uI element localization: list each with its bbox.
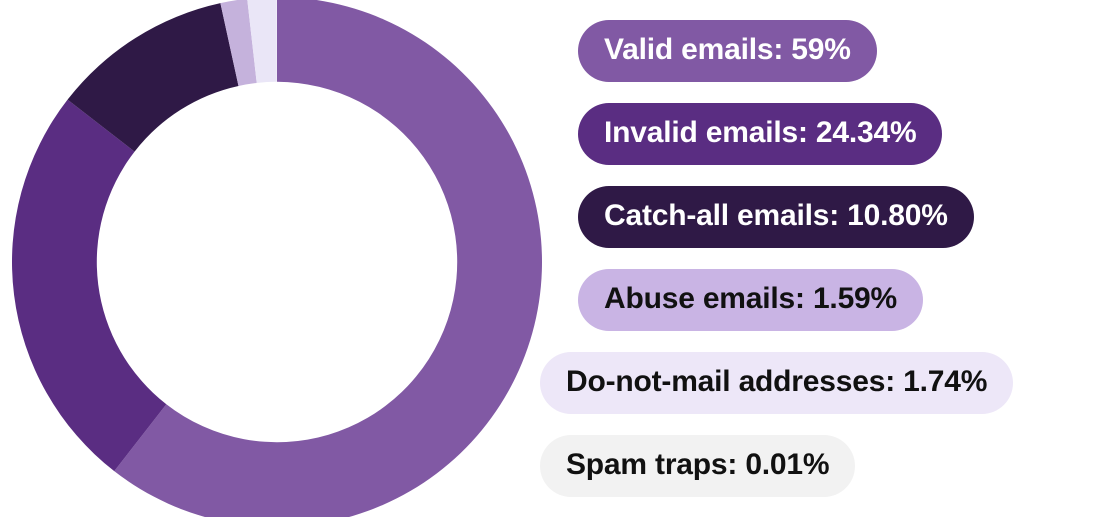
legend-item-invalid-emails[interactable]: Invalid emails: 24.34%: [578, 103, 943, 165]
legend-item-catch-all-emails[interactable]: Catch-all emails: 10.80%: [578, 186, 974, 248]
donut-chart: [11, 0, 543, 517]
legend-label-do-not-mail-addresses: Do-not-mail addresses: 1.74%: [566, 365, 988, 399]
donut-slice-do-not-mail-addresses[interactable]: [247, 0, 277, 83]
donut-slice-group: [11, 0, 543, 517]
legend-item-spam-traps[interactable]: Spam traps: 0.01%: [540, 435, 856, 497]
legend-label-valid-emails: Valid emails: 59%: [604, 33, 851, 67]
legend-item-abuse-emails[interactable]: Abuse emails: 1.59%: [578, 269, 924, 331]
donut-slice-abuse-emails[interactable]: [220, 0, 257, 86]
donut-slice-catch-all-emails[interactable]: [67, 3, 239, 152]
donut-slice-valid-emails[interactable]: [114, 0, 543, 517]
legend-pane: Valid emails: 59% Invalid emails: 24.34%…: [540, 0, 1105, 517]
legend-label-abuse-emails: Abuse emails: 1.59%: [604, 282, 898, 316]
legend-label-spam-traps: Spam traps: 0.01%: [566, 448, 830, 482]
legend-list: Valid emails: 59% Invalid emails: 24.34%…: [540, 20, 1014, 497]
donut-slice-invalid-emails[interactable]: [11, 99, 167, 472]
legend-item-do-not-mail-addresses[interactable]: Do-not-mail addresses: 1.74%: [540, 352, 1014, 414]
donut-chart-pane: [11, 0, 543, 517]
legend-label-invalid-emails: Invalid emails: 24.34%: [604, 116, 917, 150]
legend-label-catch-all-emails: Catch-all emails: 10.80%: [604, 199, 948, 233]
legend-item-valid-emails[interactable]: Valid emails: 59%: [578, 20, 877, 82]
